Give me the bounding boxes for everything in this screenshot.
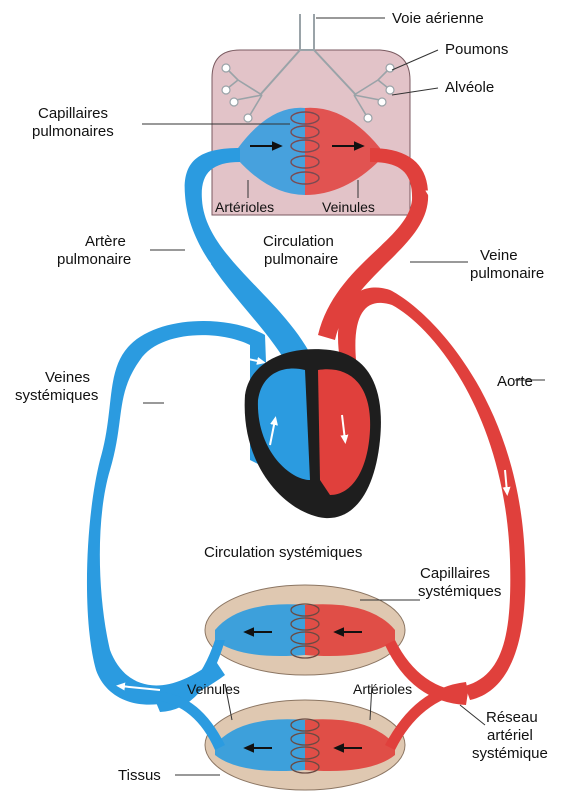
label-alveole: Alvéole <box>445 79 494 96</box>
label-reseau-1: Réseau <box>486 709 538 726</box>
label-capillaires-systemiques-2: systémiques <box>418 583 501 600</box>
label-veinules-top: Veinules <box>322 199 375 215</box>
label-veine-pulmonaire-2: pulmonaire <box>470 265 544 282</box>
label-tissus: Tissus <box>118 767 161 784</box>
label-veines-systemiques-1: Veines <box>45 369 90 386</box>
label-circulation-pulmonaire-1: Circulation <box>263 233 334 250</box>
label-capillaires-pulmonaires-1: Capillaires <box>38 105 108 122</box>
label-reseau-2: artériel <box>487 727 533 744</box>
label-artere-pulmonaire-2: pulmonaire <box>57 251 131 268</box>
label-voie-aerienne: Voie aérienne <box>392 10 484 27</box>
label-arterioles-top: Artérioles <box>215 199 274 215</box>
label-circulation-systemiques: Circulation systémiques <box>204 544 362 561</box>
label-artere-pulmonaire-1: Artère <box>85 233 126 250</box>
label-veine-pulmonaire-1: Veine <box>480 247 518 264</box>
label-veines-systemiques-2: systémiques <box>15 387 98 404</box>
label-circulation-pulmonaire-2: pulmonaire <box>264 251 338 268</box>
label-capillaires-systemiques-1: Capillaires <box>420 565 490 582</box>
label-poumons: Poumons <box>445 41 508 58</box>
label-arterioles-bottom: Artérioles <box>353 681 412 697</box>
label-aorte: Aorte <box>497 373 533 390</box>
heart <box>245 349 381 518</box>
label-veinules-bottom: Veinules <box>187 681 240 697</box>
label-capillaires-pulmonaires-2: pulmonaires <box>32 123 114 140</box>
label-reseau-3: systémique <box>472 745 548 762</box>
